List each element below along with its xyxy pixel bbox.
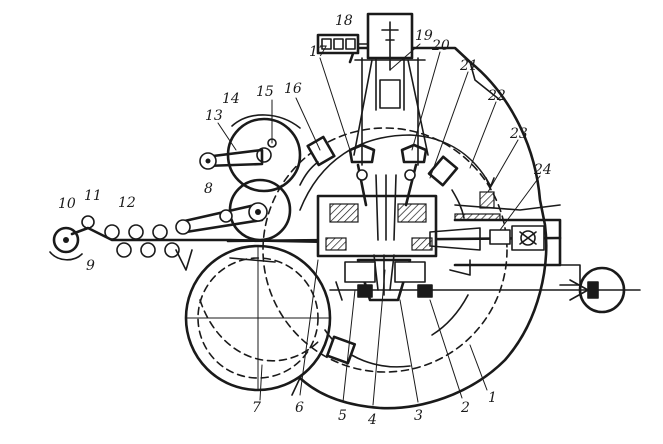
upper-roller bbox=[199, 114, 302, 193]
label-12: 12 bbox=[118, 195, 136, 211]
label-16: 16 bbox=[284, 81, 302, 97]
label-10: 10 bbox=[58, 196, 76, 212]
label-7: 7 bbox=[252, 400, 261, 416]
main-housing bbox=[291, 46, 548, 410]
label-24: 24 bbox=[533, 162, 552, 178]
label-6: 6 bbox=[295, 400, 304, 416]
output-roller bbox=[569, 266, 626, 314]
roller-8 bbox=[175, 178, 292, 242]
leader-lines bbox=[217, 43, 541, 406]
label-4: 4 bbox=[367, 412, 377, 428]
vertical-rods bbox=[348, 12, 429, 241]
label-18: 18 bbox=[335, 13, 353, 29]
label-20: 20 bbox=[431, 38, 450, 54]
label-9: 9 bbox=[86, 258, 95, 274]
label-19: 19 bbox=[415, 28, 433, 44]
label-5: 5 bbox=[338, 408, 347, 424]
label-17: 17 bbox=[309, 44, 327, 60]
label-23: 23 bbox=[509, 126, 528, 142]
central-mechanism bbox=[316, 194, 471, 302]
label-14: 14 bbox=[222, 91, 240, 107]
drum bbox=[184, 244, 332, 392]
label-2: 2 bbox=[460, 400, 470, 416]
label-22: 22 bbox=[487, 88, 506, 104]
part-labels: 1 2 3 4 5 6 7 8 9 10 11 12 13 14 15 16 1… bbox=[58, 13, 552, 428]
label-8: 8 bbox=[204, 181, 213, 197]
label-1: 1 bbox=[488, 390, 497, 406]
label-21: 21 bbox=[459, 58, 478, 74]
rotor-segments bbox=[299, 135, 465, 365]
rotor-disk bbox=[262, 127, 508, 373]
counter-18 bbox=[316, 33, 369, 55]
label-3: 3 bbox=[414, 408, 423, 424]
label-11: 11 bbox=[84, 188, 102, 204]
label-15: 15 bbox=[256, 84, 274, 100]
label-13: 13 bbox=[205, 108, 223, 124]
